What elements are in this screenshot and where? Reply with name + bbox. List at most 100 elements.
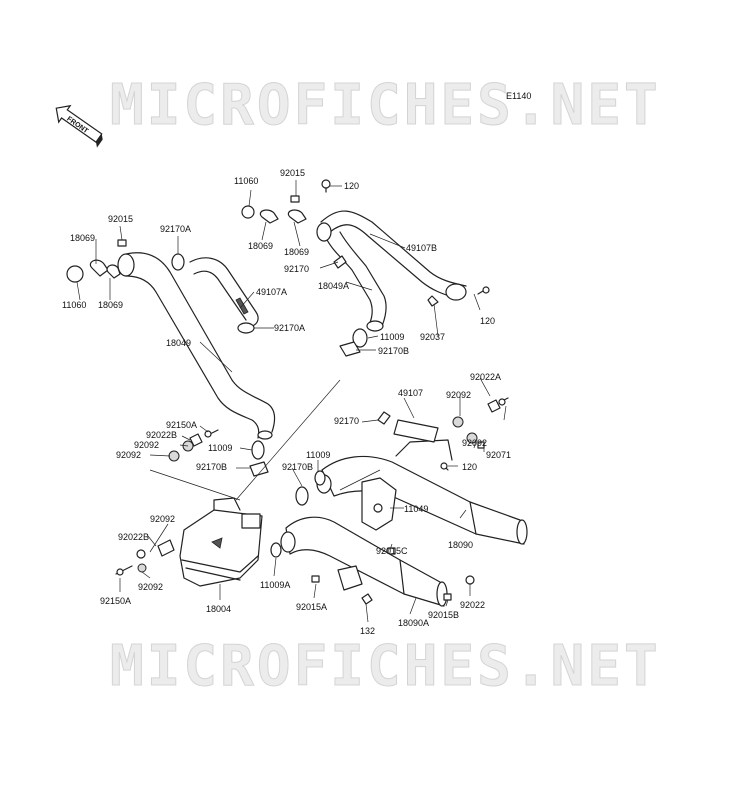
- part-label: 120: [344, 181, 359, 191]
- gasket-11060-mid: [241, 205, 255, 219]
- diagram-code: E1140: [506, 91, 531, 101]
- upper-header-pipe-assembly: [241, 179, 490, 357]
- bracket-18090a: [337, 565, 363, 591]
- part-label: 92022: [460, 600, 485, 610]
- part-label: 18049: [166, 338, 191, 348]
- part-label: 11009A: [260, 580, 290, 590]
- part-label: 92092: [150, 514, 175, 524]
- part-label: 49107A: [256, 287, 287, 297]
- bolt-92150a-left: [116, 568, 124, 576]
- watermark-bottom: MICROFICHES.NET: [110, 634, 661, 699]
- clamp-92170-upper: [333, 255, 347, 269]
- part-label: 92092: [116, 450, 141, 460]
- part-label: 92170B: [378, 346, 409, 356]
- part-label: 92150A: [100, 596, 131, 606]
- part-label: 92170A: [274, 323, 305, 333]
- part-label: 18090: [448, 540, 473, 550]
- part-label: 92150A: [166, 420, 197, 430]
- bolt-120-right: [482, 286, 490, 294]
- part-label: 11060: [234, 176, 258, 186]
- part-label: 132: [360, 626, 375, 636]
- gasket-11009-right: [314, 470, 326, 486]
- pipe-end-18049a: [366, 320, 384, 332]
- part-label: 92092: [138, 582, 163, 592]
- nut-92015-left: [117, 239, 127, 247]
- part-label: 92037: [420, 332, 445, 342]
- nut-92015c: [387, 547, 396, 555]
- washer-92092-upper-b: [168, 450, 180, 462]
- washer-92092-left-b: [137, 563, 147, 573]
- part-label: 11009: [380, 332, 404, 342]
- gasket-11009-upper: [352, 328, 368, 348]
- part-label: 49107: [398, 388, 423, 398]
- part-label: 120: [462, 462, 477, 472]
- leader-lines: [76, 180, 507, 623]
- part-label: 92015: [108, 214, 133, 224]
- part-label: 18069: [248, 241, 273, 251]
- lower-muffler-18090a: [280, 516, 475, 607]
- nut-92015a: [311, 575, 320, 583]
- part-label: 92170B: [282, 462, 313, 472]
- part-label: 18090A: [398, 618, 429, 628]
- clamp-92170b-upper: [339, 341, 361, 357]
- part-label: 92071: [486, 450, 511, 460]
- bolt-92150-right: [498, 398, 506, 406]
- part-number-labels: 11060 92015 120 18069 18069 49107B 92170…: [62, 168, 511, 636]
- part-label: 92022A: [470, 372, 501, 382]
- gasket-11009-mid: [251, 440, 265, 460]
- clamp-92170-mid: [377, 411, 391, 425]
- clamp-92170b-right: [295, 486, 309, 506]
- washer-92092-right-a: [452, 416, 464, 428]
- part-label: 11049: [404, 504, 428, 514]
- part-label: 11060: [62, 300, 86, 310]
- muffler-inlet-18090a: [280, 531, 296, 553]
- part-label: 92170A: [160, 224, 191, 234]
- stay-92037: [427, 295, 439, 307]
- clamp-18069-right: [287, 209, 307, 224]
- gasket-11009a: [270, 542, 282, 558]
- part-label: 92092: [462, 438, 487, 448]
- part-label: 18069: [284, 247, 309, 257]
- part-label: 18069: [98, 300, 123, 310]
- part-label: 11009: [306, 450, 330, 460]
- bolt-120-top: [321, 179, 331, 189]
- part-label: 92170: [334, 416, 359, 426]
- gasket-11060-left: [66, 265, 84, 283]
- front-arrow-icon: FRONT: [55, 104, 103, 148]
- clamp-18069-mid: [259, 209, 279, 224]
- washer-92022: [465, 575, 475, 585]
- bolt-92022b-left: [157, 539, 175, 557]
- clamp-92170a-upper: [171, 253, 185, 271]
- clamp-92170a-lower: [237, 322, 255, 334]
- part-label: 92022B: [146, 430, 177, 440]
- pipe-outlet-18049: [257, 430, 273, 440]
- bolt-92022a: [487, 399, 501, 413]
- watermark-top: MICROFICHES.NET: [110, 73, 661, 138]
- muffler-chamber-18004: [115, 429, 282, 587]
- part-label: 92092: [134, 440, 159, 450]
- pipe-end-49107b: [445, 283, 467, 301]
- part-label: 11009: [208, 443, 232, 453]
- washer-92092-right-b: [466, 432, 478, 444]
- part-label: 18069: [70, 233, 95, 243]
- chamber-arrow-icon: [211, 537, 223, 549]
- nut-92071: [477, 441, 485, 449]
- nut-92015-top: [290, 195, 300, 203]
- gasket-11060-right: [316, 222, 332, 242]
- bolt-92150a-upper: [204, 430, 212, 438]
- bolt-120-mid: [440, 462, 448, 470]
- clamp-18069-left-b: [106, 264, 121, 279]
- front-header-pipe-assembly: [66, 239, 276, 440]
- part-label: 92170: [284, 264, 309, 274]
- clamp-92170b-mid: [249, 461, 269, 477]
- bolt-132: [361, 593, 373, 605]
- part-label: 92015B: [428, 610, 459, 620]
- part-label: 92015A: [296, 602, 327, 612]
- clamp-18069-left-a: [89, 259, 109, 277]
- part-label: 92015C: [376, 546, 408, 556]
- part-label: 120: [480, 316, 495, 326]
- part-label: 92170B: [196, 462, 227, 472]
- heat-guard-49107: [393, 419, 439, 443]
- washer-92092-left: [136, 549, 146, 559]
